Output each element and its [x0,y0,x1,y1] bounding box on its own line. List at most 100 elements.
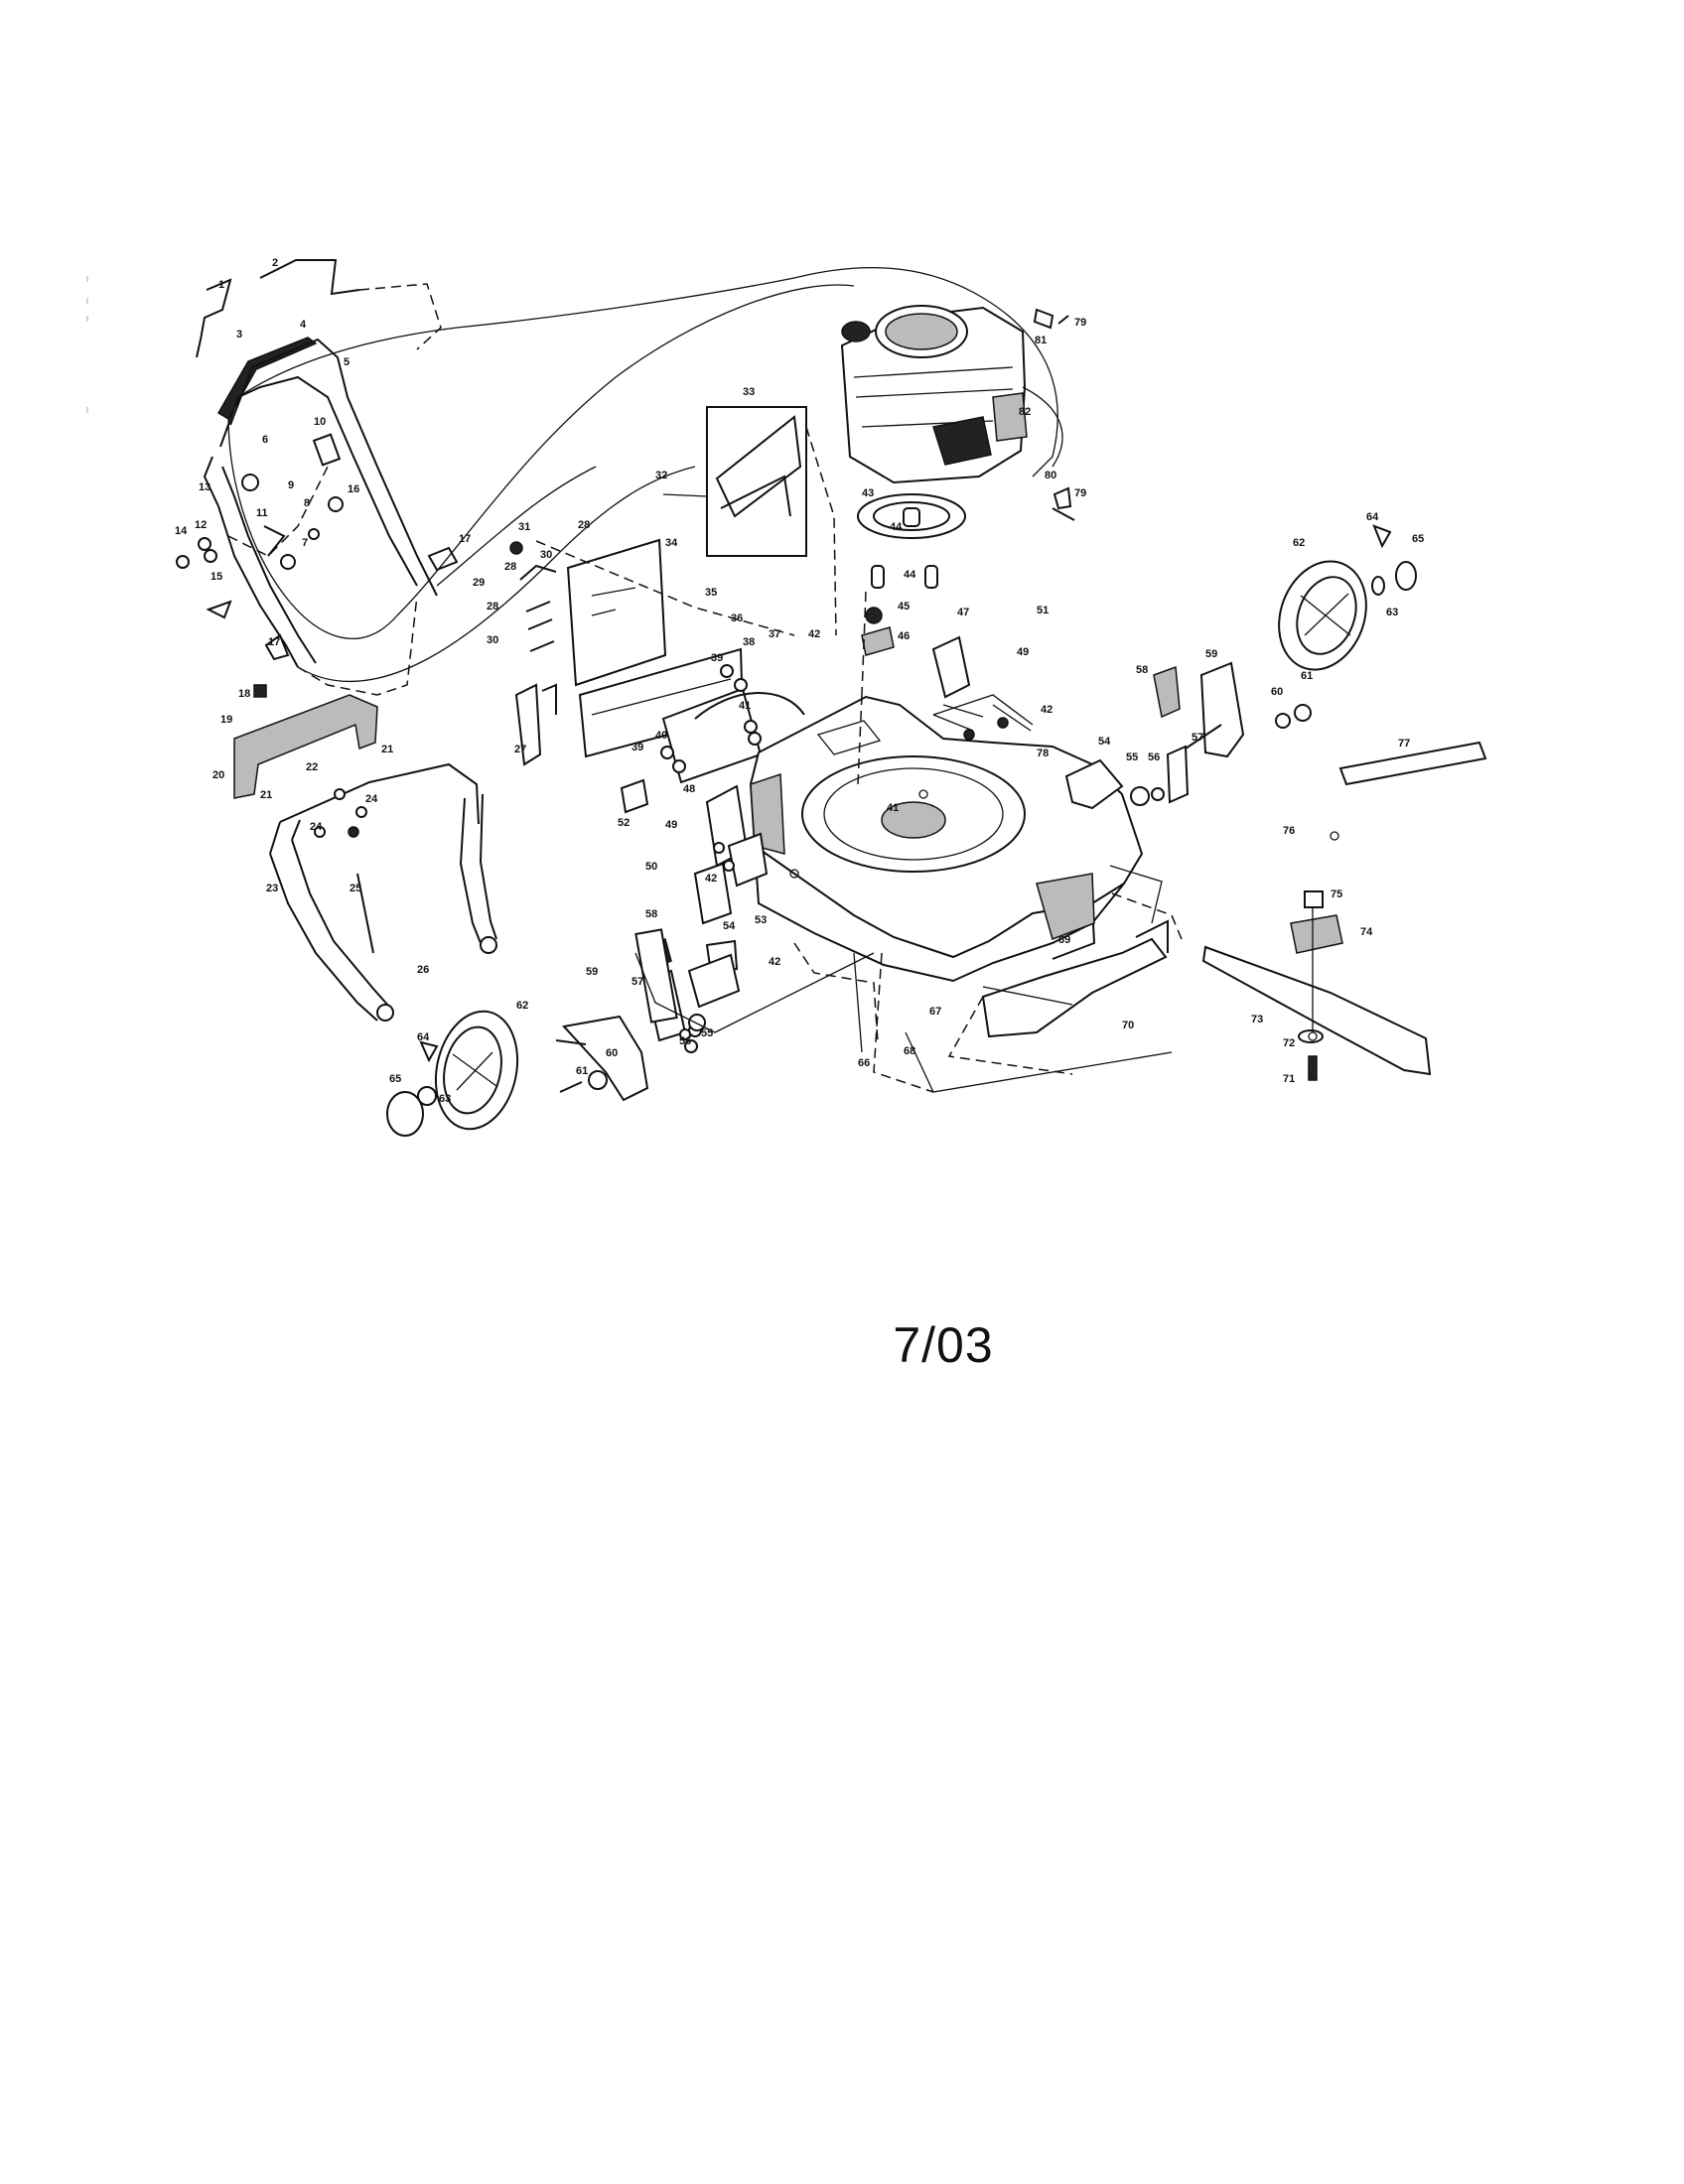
callout-50: 50 [645,861,657,873]
callout-60: 60 [1271,686,1283,698]
mower-deck [749,694,1144,983]
callout-26: 26 [417,964,429,976]
callout-42: 42 [1041,704,1052,716]
callout-61: 61 [576,1065,588,1077]
callout-81: 81 [1035,335,1047,346]
callout-57: 57 [1192,732,1203,744]
engine [840,305,1075,656]
callout-41: 41 [739,700,751,712]
callout-7: 7 [302,537,308,549]
callout-82: 82 [1019,406,1031,418]
callout-12: 12 [195,519,207,531]
callout-64: 64 [1366,511,1379,523]
discharge-chute [662,406,837,636]
callout-37: 37 [769,628,780,640]
callout-1: 1 [218,279,224,291]
chute-box [706,406,807,557]
rear-baffle [947,892,1183,1075]
callout-19: 19 [220,714,232,726]
callout-44: 44 [890,521,903,533]
callout-73: 73 [1251,1014,1263,1025]
callout-22: 22 [306,761,318,773]
callout-80: 80 [1045,470,1056,481]
callout-9: 9 [288,479,294,491]
callout-55: 55 [701,1027,713,1039]
callout-35: 35 [705,587,717,599]
callout-78: 78 [1037,748,1049,759]
callout-14: 14 [175,525,188,537]
callout-42: 42 [808,628,820,640]
callout-43: 43 [862,487,874,499]
handle-mount-bracket [233,694,378,799]
upper-handle [229,338,438,597]
callout-13: 13 [199,481,210,493]
callout-62: 62 [1293,537,1305,549]
callouts: 1 2 3 4 5 6 7 8 9 10 11 12 13 14 15 16 1… [175,257,1424,1105]
callout-17: 17 [459,533,471,545]
revision-date: 7/03 [893,1317,994,1373]
callout-33: 33 [743,386,755,398]
deflector-bracket-assembly [509,538,805,784]
callout-24: 24 [365,793,378,805]
callout-4: 4 [300,319,307,331]
callout-32: 32 [655,470,667,481]
callout-36: 36 [731,613,743,624]
callout-62: 62 [516,1000,528,1012]
callout-21: 21 [260,789,272,801]
callout-63: 63 [439,1093,451,1105]
callout-70: 70 [1122,1020,1134,1031]
callout-10: 10 [314,416,326,428]
callout-8: 8 [304,497,310,509]
callout-31: 31 [518,521,530,533]
callout-39: 39 [711,652,723,664]
callout-56: 56 [679,1035,691,1047]
callout-65: 65 [1412,533,1424,545]
callout-75: 75 [1331,888,1342,900]
callout-79: 79 [1074,317,1086,329]
upper-handle-assembly [176,259,459,696]
callout-34: 34 [665,537,678,549]
callout-29: 29 [473,577,485,589]
control-bar-2 [259,259,360,296]
callout-28: 28 [487,601,498,613]
callout-67: 67 [929,1006,941,1018]
callout-27: 27 [514,744,526,755]
callout-58: 58 [645,908,657,920]
callout-42: 42 [705,873,717,885]
callout-59: 59 [1205,648,1217,660]
callout-11: 11 [256,507,268,519]
callout-5: 5 [344,356,350,368]
callout-30: 30 [487,634,498,646]
callout-3: 3 [236,329,242,341]
callout-25: 25 [350,883,361,894]
callout-18: 18 [238,688,250,700]
callout-52: 52 [618,817,630,829]
callout-66: 66 [858,1057,870,1069]
callout-59: 59 [586,966,598,978]
callout-60: 60 [606,1047,618,1059]
callout-39: 39 [632,742,643,753]
callout-17: 17 [268,636,280,648]
callout-42: 42 [769,956,780,968]
grass-bag-part [1338,741,1487,786]
callout-49: 49 [665,819,677,831]
control-cables [227,266,1058,683]
rear-wheel-right [1278,524,1417,671]
guide-lines [634,591,1173,1093]
callout-30: 30 [540,549,552,561]
callout-76: 76 [1283,825,1295,837]
blade-assembly [1201,741,1487,1081]
callout-21: 21 [381,744,393,755]
callout-55: 55 [1126,751,1138,763]
height-adjusters [620,635,1312,1053]
callout-38: 38 [743,636,755,648]
callout-65: 65 [389,1073,401,1085]
callout-16: 16 [348,483,359,495]
callout-24: 24 [310,821,323,833]
callout-68: 68 [904,1045,915,1057]
front-axle-bracket [555,928,741,1102]
callout-79: 79 [1074,487,1086,499]
front-wheel-left [386,1010,519,1137]
